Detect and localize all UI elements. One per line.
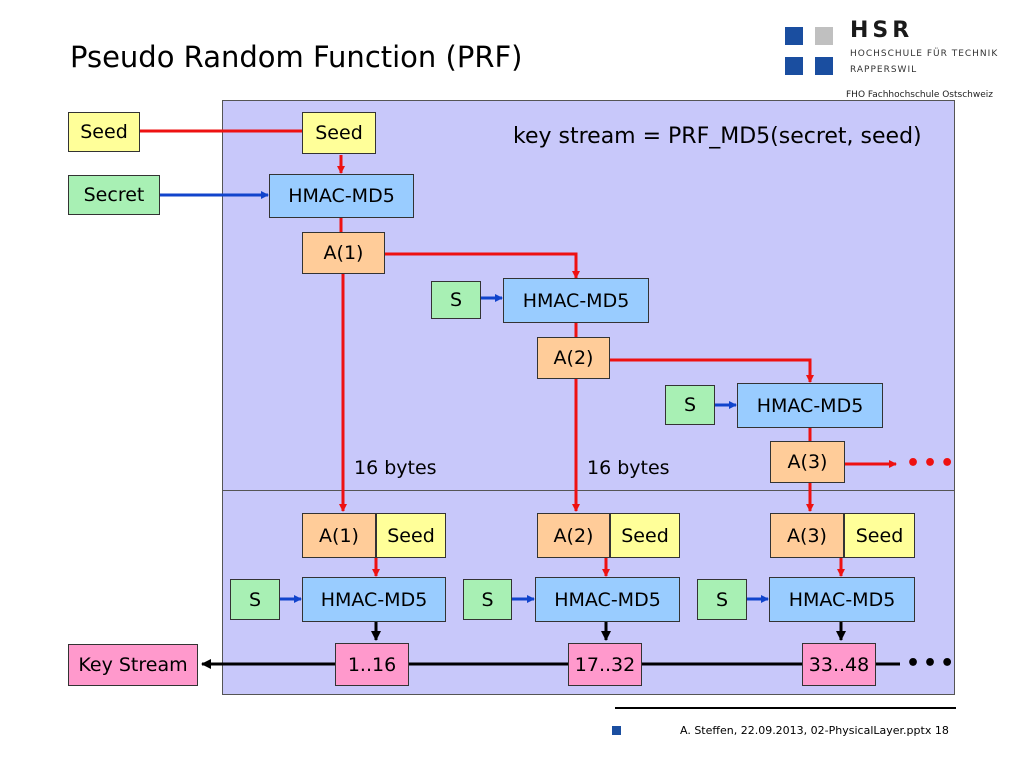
logo-line-1: HOCHSCHULE FÜR TECHNIK bbox=[850, 49, 999, 59]
logo-line-2: RAPPERSWIL bbox=[850, 65, 918, 75]
seed-box: Seed bbox=[302, 112, 376, 154]
range-box-3: 33..48 bbox=[802, 643, 876, 686]
s-box-row2: S bbox=[431, 281, 481, 319]
logo-square bbox=[815, 27, 833, 45]
a2-to-hmac3-arrow bbox=[610, 358, 814, 383]
footer-text: A. Steffen, 22.09.2013, 02-PhysicalLayer… bbox=[680, 724, 949, 737]
bottom-hmac-md5-3: HMAC-MD5 bbox=[769, 577, 915, 622]
bottom-a3-box: A(3) bbox=[770, 513, 844, 558]
bottom-s-box-2: S bbox=[463, 579, 512, 620]
hmac-md5-box-1: HMAC-MD5 bbox=[269, 174, 414, 218]
bytes-label-2: 16 bytes bbox=[587, 457, 670, 479]
hmac-md5-box-3: HMAC-MD5 bbox=[737, 383, 883, 428]
range-box-2: 17..32 bbox=[568, 643, 642, 686]
seed-input-box: Seed bbox=[68, 112, 140, 152]
logo-square bbox=[785, 57, 803, 75]
ellipsis-black: ••• bbox=[906, 651, 958, 676]
bottom-hmac-md5-2: HMAC-MD5 bbox=[535, 577, 680, 622]
footer-rule bbox=[615, 707, 956, 709]
bottom-seed-box-3: Seed bbox=[844, 513, 915, 558]
a3-box: A(3) bbox=[770, 441, 845, 483]
s-box-row3: S bbox=[665, 385, 715, 425]
slide-title: Pseudo Random Function (PRF) bbox=[70, 40, 523, 74]
key-stream-box: Key Stream bbox=[68, 644, 198, 686]
panel-divider bbox=[222, 490, 955, 491]
bottom-a1-box: A(1) bbox=[302, 513, 376, 558]
a1-box: A(1) bbox=[302, 232, 385, 274]
bottom-hmac-md5-1: HMAC-MD5 bbox=[302, 577, 446, 622]
bottom-s-box-1: S bbox=[230, 579, 280, 620]
bottom-s-box-3: S bbox=[697, 579, 747, 620]
logo-square bbox=[785, 27, 803, 45]
logo-square bbox=[815, 57, 833, 75]
range-box-1: 1..16 bbox=[335, 643, 409, 686]
bottom-seed-box-1: Seed bbox=[376, 513, 446, 558]
bottom-a2-box: A(2) bbox=[537, 513, 610, 558]
secret-input-box: Secret bbox=[68, 175, 160, 215]
prf-formula: key stream = PRF_MD5(secret, seed) bbox=[513, 124, 922, 149]
logo-name: HSR bbox=[850, 18, 914, 43]
bottom-seed-box-2: Seed bbox=[610, 513, 680, 558]
a2-box: A(2) bbox=[537, 337, 610, 379]
bytes-label-1: 16 bytes bbox=[354, 457, 437, 479]
a1-to-hmac2-arrow bbox=[385, 252, 580, 279]
footer-bullet bbox=[612, 726, 621, 735]
hmac-md5-box-2: HMAC-MD5 bbox=[503, 278, 649, 323]
logo-subtitle: FHO Fachhochschule Ostschweiz bbox=[846, 90, 993, 100]
ellipsis-red: ••• bbox=[906, 451, 958, 476]
